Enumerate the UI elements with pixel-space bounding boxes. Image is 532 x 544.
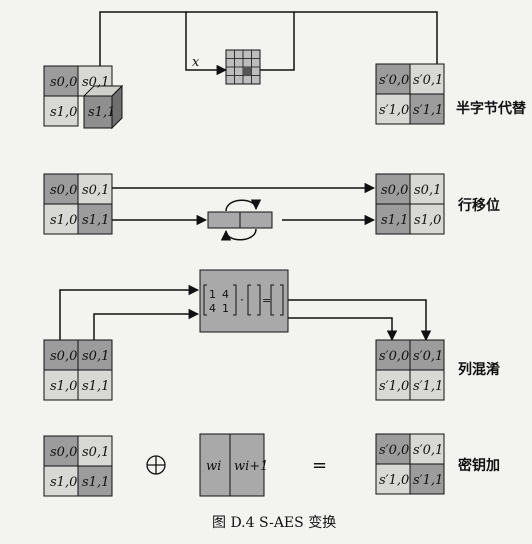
cell-p01-r4: s′0,1 bbox=[413, 443, 443, 458]
cell-s00-r3: s0,0 bbox=[50, 349, 77, 364]
cell-o11-r2: s1,1 bbox=[381, 213, 408, 228]
matrix-a11: 1 bbox=[222, 302, 229, 315]
state-output-3: s′0,0 s′0,1 s′1,0 s′1,1 bbox=[375, 339, 445, 401]
row-label-shift: 行移位 bbox=[457, 197, 500, 214]
matrix-a10: 4 bbox=[209, 302, 216, 315]
state-input-2: s0,0 s0,1 s1,0 s1,1 bbox=[43, 173, 113, 235]
cell-p00: s′0,0 bbox=[379, 73, 409, 88]
cell-p10-r4: s′1,0 bbox=[379, 473, 409, 488]
col-in-arrow-2 bbox=[93, 308, 200, 340]
xor-icon bbox=[146, 455, 166, 475]
matrix-a00: 1 bbox=[209, 288, 216, 301]
figure-caption: 图 D.4 S-AES 变换 bbox=[212, 514, 336, 531]
row-add-key: s0,0 s0,1 s1,0 s1,1 wi wi+1 = s′0,0 s′0,… bbox=[43, 433, 500, 497]
cell-o10-r2: s1,0 bbox=[414, 213, 441, 228]
cell-o01-r2: s0,1 bbox=[414, 183, 441, 198]
matrix-op: · bbox=[240, 293, 244, 307]
cell-s01-r3: s0,1 bbox=[82, 349, 109, 364]
matrix-a01: 4 bbox=[222, 288, 229, 301]
matrix-multiply-icon: 1 4 4 1 · = bbox=[199, 269, 289, 333]
col-out-arrow-2 bbox=[288, 317, 398, 342]
cell-p11-r4: s′1,1 bbox=[413, 473, 443, 488]
cell-p10-r3: s′1,0 bbox=[379, 379, 409, 394]
cell-p00-r3: s′0,0 bbox=[379, 349, 409, 364]
key-word-wi1: wi+1 bbox=[234, 459, 268, 474]
key-word-wi: wi bbox=[206, 459, 221, 474]
cell-s11: s1,1 bbox=[88, 105, 115, 120]
col-in-arrow-1 bbox=[59, 284, 200, 340]
col-out-arrow-1 bbox=[288, 299, 432, 342]
rotate-arrows-icon bbox=[207, 199, 273, 241]
sbox-grid-icon bbox=[225, 49, 261, 85]
cell-p11-r3: s′1,1 bbox=[413, 379, 443, 394]
row-label-substitute: 半字节代替 bbox=[456, 100, 527, 117]
cell-s11-r4: s1,1 bbox=[82, 475, 109, 490]
cell-s10-r4: s1,0 bbox=[50, 475, 77, 490]
cell-s00-r2: s0,0 bbox=[50, 183, 77, 198]
cell-s01-r4: s0,1 bbox=[82, 445, 109, 460]
cell-p11: s′1,1 bbox=[413, 103, 443, 118]
sbox-output-line bbox=[260, 12, 295, 71]
row-substitute-nibbles: s0,0 s0,1 s1,0 s1,1 x s′0,0 s bbox=[43, 11, 527, 130]
cell-s10-r2: s1,0 bbox=[50, 213, 77, 228]
cell-p10: s′1,0 bbox=[379, 103, 409, 118]
cell-s10-r3: s1,0 bbox=[50, 379, 77, 394]
state-output-4: s′0,0 s′0,1 s′1,0 s′1,1 bbox=[375, 433, 445, 495]
cell-s00-r4: s0,0 bbox=[50, 445, 77, 460]
cell-s01: s0,1 bbox=[82, 75, 109, 90]
row-label-mix: 列混淆 bbox=[458, 361, 500, 378]
cell-p01-r3: s′0,1 bbox=[413, 349, 443, 364]
cell-s00: s0,0 bbox=[50, 75, 77, 90]
state-input-1: s0,0 s0,1 s1,0 s1,1 bbox=[43, 65, 124, 130]
cell-s11-r3: s1,1 bbox=[82, 379, 109, 394]
cell-s01-r2: s0,1 bbox=[82, 183, 109, 198]
cell-p01: s′0,1 bbox=[413, 73, 443, 88]
sbox-input-label: x bbox=[192, 55, 200, 70]
row-shift-rows: s0,0 s0,1 s1,0 s1,1 s0,0 s0,1 s1,1 s1,0 … bbox=[43, 173, 500, 241]
state-input-4: s0,0 s0,1 s1,0 s1,1 bbox=[43, 435, 113, 497]
state-output-1: s′0,0 s′0,1 s′1,0 s′1,1 bbox=[375, 63, 445, 125]
cell-s11-r2: s1,1 bbox=[82, 213, 109, 228]
matrix-eq: = bbox=[262, 294, 271, 307]
equals-sign: = bbox=[312, 455, 327, 476]
cell-o00-r2: s0,0 bbox=[381, 183, 408, 198]
state-output-2: s0,0 s0,1 s1,1 s1,0 bbox=[375, 173, 445, 235]
cell-p00-r4: s′0,0 bbox=[379, 443, 409, 458]
sbox-input-arrow bbox=[99, 11, 228, 76]
row-label-addkey: 密钥加 bbox=[457, 457, 500, 474]
state-input-3: s0,0 s0,1 s1,0 s1,1 bbox=[43, 339, 113, 401]
cell-s10: s1,0 bbox=[50, 105, 77, 120]
row-mix-columns: s0,0 s0,1 s1,0 s1,1 1 4 4 1 · = s′0,0 bbox=[43, 269, 500, 401]
round-key-box: wi wi+1 bbox=[199, 433, 268, 497]
